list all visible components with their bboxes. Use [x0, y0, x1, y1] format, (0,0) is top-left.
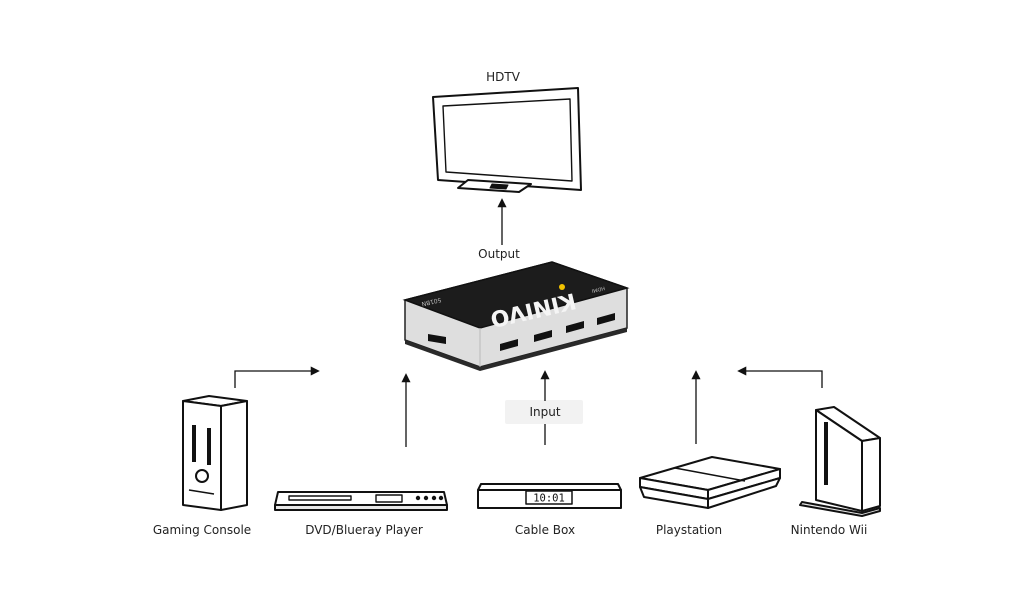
hdtv-icon [432, 87, 582, 193]
hdmi-port-inputs [500, 313, 615, 351]
dvd-player-label: DVD/Blueray Player [305, 523, 423, 537]
playstation-label: Playstation [655, 523, 723, 537]
cable-box-display-text: 10:01 [533, 493, 565, 505]
gaming-console-label: Gaming Console [152, 523, 252, 537]
nintendo-wii-label: Nintendo Wii [790, 523, 868, 537]
switch-badge-text: HDMI [591, 285, 605, 294]
input-label-background [505, 400, 583, 424]
gaming-console-arrow [234, 366, 320, 388]
hdtv-label: HDTV [486, 70, 520, 84]
cable-box-icon: 10:01 [477, 483, 622, 509]
nintendo-wii-icon [799, 406, 881, 517]
input-arrows [234, 366, 823, 447]
hdmi-port-output [428, 334, 446, 344]
playstation-icon [639, 456, 781, 509]
output-label: Output [478, 247, 520, 261]
input-label: Input [529, 405, 561, 419]
dvd-player-icon [274, 491, 448, 511]
switch-logo-accent [559, 284, 565, 290]
hdmi-switch-icon: KINIVO 501BN HDMI [402, 261, 630, 371]
nintendo-wii-arrow [737, 366, 823, 388]
cable-box-display [525, 490, 573, 505]
switch-model-text: 501BN [421, 296, 442, 307]
cable-box-label: Cable Box [514, 523, 576, 537]
gaming-console-icon [182, 395, 248, 511]
